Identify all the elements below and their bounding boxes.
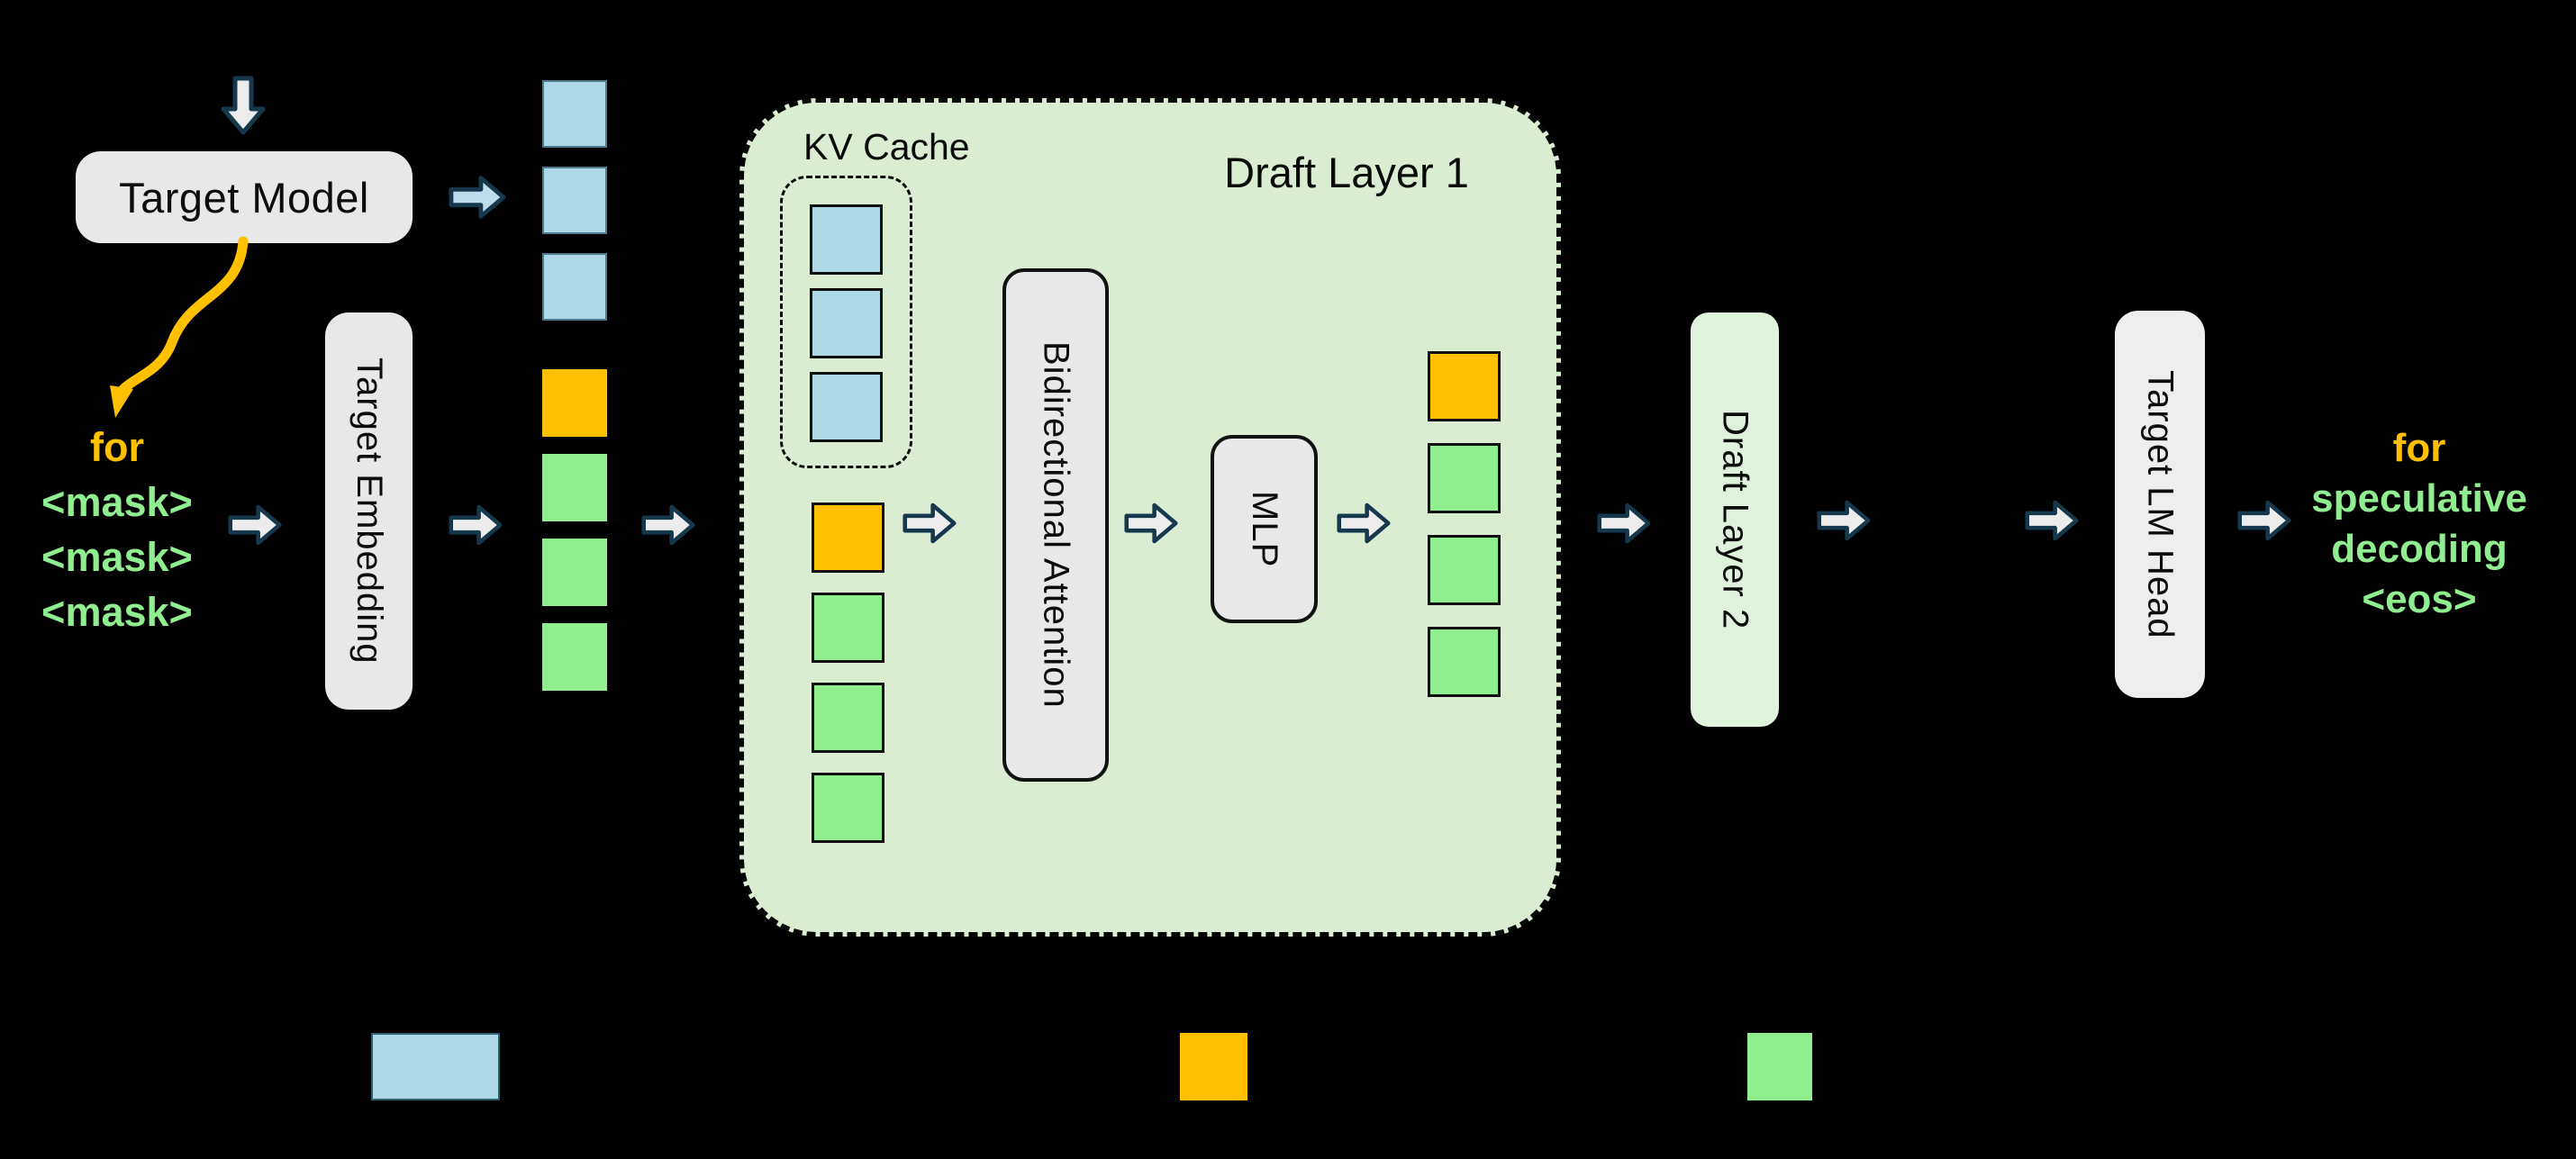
mask-token: <mask> (41, 534, 193, 580)
mlp-label: MLP (1245, 490, 1284, 568)
flow-arrow-icon (1597, 503, 1651, 544)
embedding-past-token-column (542, 80, 607, 321)
kv-transfer-arrow-icon (449, 176, 506, 219)
flow-arrow-icon (228, 504, 282, 546)
green-token-square (812, 773, 884, 843)
green-token-square (542, 623, 607, 691)
green-token-square (542, 454, 607, 521)
kv-cache-label: KV Cache (803, 126, 970, 168)
output-token-text: for speculative decoding <eos> (2284, 423, 2554, 625)
output-token: speculative (2311, 476, 2527, 521)
green-token-square (1428, 627, 1501, 697)
target-embedding-box: Target Embedding (325, 312, 413, 710)
bidirectional-attention-label: Bidirectional Attention (1036, 341, 1076, 709)
flow-arrow-icon (903, 503, 957, 544)
flow-arrow-icon (1124, 503, 1178, 544)
blue-token-square (542, 80, 607, 148)
output-prompt-word: for (2392, 426, 2446, 470)
target-lm-head-box: Target LM Head (2115, 311, 2205, 698)
draft-layer-2-label: Draft Layer 2 (1715, 409, 1755, 630)
mlp-box: MLP (1211, 435, 1318, 623)
draft-layer-2-box: Draft Layer 2 (1691, 312, 1779, 727)
input-token-text: for <mask> <mask> <mask> (16, 420, 218, 639)
flow-arrow-icon (2237, 500, 2291, 541)
down-arrow-icon (221, 76, 266, 135)
orange-token-square (1428, 351, 1501, 421)
output-token: <eos> (2362, 577, 2477, 621)
flow-arrow-icon (449, 504, 503, 546)
kv-cache-box (780, 176, 912, 468)
layer-output-token-column (1428, 351, 1501, 697)
output-token: decoding (2331, 527, 2508, 571)
orange-token-square (812, 503, 884, 573)
mask-token: <mask> (41, 589, 193, 635)
green-token-square (542, 539, 607, 606)
flow-arrow-icon (2025, 500, 2079, 541)
target-model-label: Target Model (119, 173, 369, 222)
target-embedding-label: Target Embedding (349, 358, 389, 665)
bidirectional-attention-box: Bidirectional Attention (1002, 268, 1109, 782)
legend-blue-swatch (371, 1033, 500, 1100)
blue-token-square (810, 372, 883, 442)
flow-arrow-icon (1817, 500, 1871, 541)
attention-input-token-column (812, 503, 884, 843)
green-token-square (812, 593, 884, 663)
blue-token-square (542, 167, 607, 234)
mask-token: <mask> (41, 479, 193, 525)
green-token-square (812, 683, 884, 753)
green-token-square (1428, 443, 1501, 513)
flow-arrow-icon (641, 504, 695, 546)
legend-green-swatch (1747, 1033, 1812, 1100)
blue-token-square (542, 253, 607, 321)
draft-layer-1-title: Draft Layer 1 (1224, 149, 1469, 196)
orange-token-square (542, 369, 607, 437)
curved-prompt-arrow-icon (110, 236, 249, 418)
blue-token-square (810, 204, 883, 275)
blue-token-square (810, 288, 883, 358)
green-token-square (1428, 535, 1501, 605)
legend-orange-swatch (1180, 1033, 1247, 1100)
target-lm-head-label: Target LM Head (2140, 369, 2181, 639)
input-prompt-word: for (90, 424, 144, 470)
embedding-new-token-column (542, 369, 607, 691)
target-model-box: Target Model (76, 151, 413, 243)
flow-arrow-icon (1337, 503, 1391, 544)
